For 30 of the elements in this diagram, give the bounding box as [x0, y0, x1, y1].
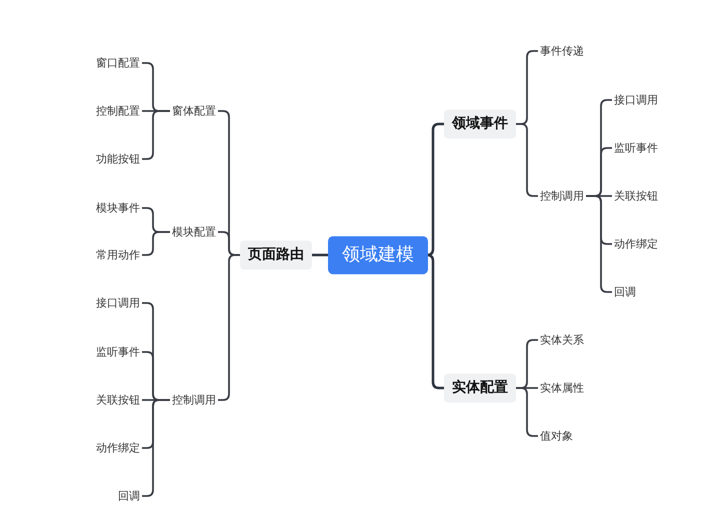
central-topic-box: 领域建模 — [328, 236, 428, 274]
subtopic-text: 关联按钮 — [94, 391, 142, 409]
subtopic-text: 关联按钮 — [612, 187, 660, 205]
subtopic-text: 动作绑定 — [94, 439, 142, 457]
connector-line — [426, 122, 444, 256]
subtopic-text: 回调 — [116, 487, 142, 505]
subtopic-text: 值对象 — [538, 427, 575, 445]
subtopic-text: 实体属性 — [538, 379, 586, 397]
subtopic-text: 窗体配置 — [170, 102, 218, 120]
subtopic-text: 控制配置 — [94, 102, 142, 120]
subtopic-text: 模块事件 — [94, 199, 142, 217]
subtopic-text: 常用动作 — [94, 246, 142, 264]
subtopic-text: 接口调用 — [612, 91, 660, 109]
subtopic-text: 动作绑定 — [612, 235, 660, 253]
subtopic-text: 监听事件 — [94, 343, 142, 361]
connector-line — [312, 254, 328, 256]
subtopic-text: 功能按钮 — [94, 150, 142, 168]
subtopic-text: 实体关系 — [538, 331, 586, 349]
connector-line — [426, 254, 444, 390]
subtopic-text: 控制调用 — [170, 391, 218, 409]
subtopic-text: 窗口配置 — [94, 54, 142, 72]
subtopic-text: 回调 — [612, 283, 638, 301]
main-topic-box: 实体配置 — [444, 374, 516, 402]
subtopic-text: 监听事件 — [612, 139, 660, 157]
subtopic-text: 模块配置 — [170, 223, 218, 241]
main-topic-box: 领域事件 — [444, 110, 516, 138]
subtopic-text: 事件传递 — [538, 42, 586, 60]
subtopic-text: 控制调用 — [538, 187, 586, 205]
subtopic-text: 接口调用 — [94, 294, 142, 312]
main-topic-box: 页面路由 — [240, 240, 312, 270]
